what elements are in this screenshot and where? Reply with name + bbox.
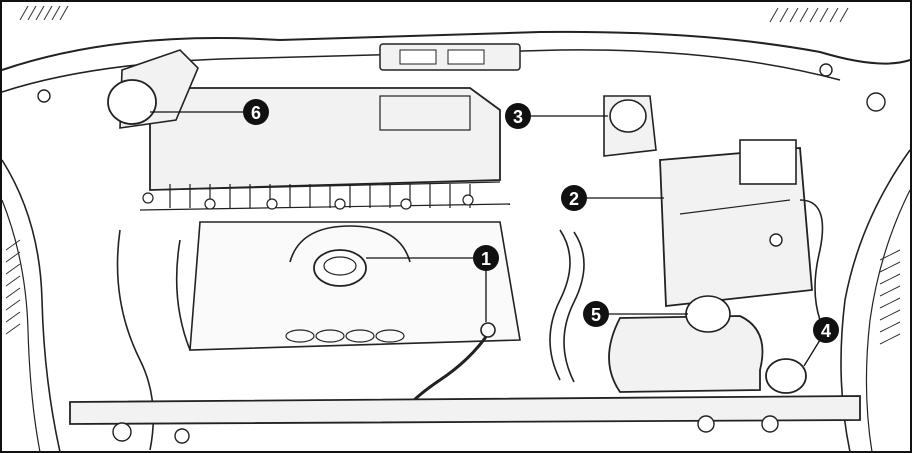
- left-inner-fender: [1, 199, 41, 453]
- washer-fluid-cap: [765, 358, 807, 394]
- connector-plug-right: [447, 49, 485, 65]
- connector-plug-left: [399, 49, 437, 65]
- callout-1-circle: [473, 245, 499, 271]
- crossmember-bolts: [112, 415, 779, 444]
- callout-4-circle: [813, 317, 839, 343]
- battery-terminal: [769, 233, 783, 247]
- intake-ribs: [139, 181, 511, 211]
- air-cleaner-housing: [149, 87, 501, 191]
- engine-block: [189, 221, 521, 351]
- callout-4-label: 4: [821, 321, 831, 341]
- hatching-right-side: [879, 249, 901, 345]
- hatching-left-side: [5, 239, 21, 335]
- callout-3: 3: [505, 103, 531, 129]
- battery-fuse-box: [739, 139, 797, 185]
- callout-5-label: 5: [591, 305, 601, 325]
- hatching-top-right: [769, 7, 849, 23]
- callout-leader-lines: [150, 111, 821, 367]
- oil-dipstick-handle: [480, 322, 496, 338]
- callout-2-label: 2: [569, 189, 579, 209]
- callout-6-circle: [243, 99, 269, 125]
- callout-3-label: 3: [513, 107, 523, 127]
- oil-filler-cap: [313, 249, 367, 287]
- callout-2: 2: [561, 185, 587, 211]
- callout-6: 6: [243, 99, 269, 125]
- coolant-reservoir: [608, 315, 764, 393]
- valve-cover-arch: [289, 225, 411, 263]
- coolant-reservoir-cap: [685, 295, 731, 333]
- engine-lower-ports: [285, 329, 405, 343]
- hood-edge-line: [1, 30, 911, 71]
- callout-3-circle: [505, 103, 531, 129]
- callout-6-label: 6: [251, 103, 261, 123]
- left-fender: [1, 159, 61, 453]
- air-cleaner-panel: [379, 95, 471, 131]
- housing-bolts: [142, 192, 474, 210]
- front-crossmember: [69, 395, 861, 425]
- callout-4: 4: [813, 317, 839, 343]
- hatching-top-left: [19, 5, 69, 21]
- left-reservoir-cap: [107, 79, 157, 125]
- callout-1-label: 1: [481, 249, 491, 269]
- callout-2-circle: [561, 185, 587, 211]
- callout-5-circle: [583, 301, 609, 327]
- corner-screws: [37, 63, 886, 112]
- leader-line-4: [803, 339, 821, 367]
- callout-1: 1: [473, 245, 499, 271]
- battery-seam: [679, 199, 791, 215]
- brake-fluid-cap: [609, 99, 647, 133]
- right-inner-fender: [865, 189, 911, 453]
- callout-5: 5: [583, 301, 609, 327]
- oil-filler-cap-inner: [323, 256, 357, 276]
